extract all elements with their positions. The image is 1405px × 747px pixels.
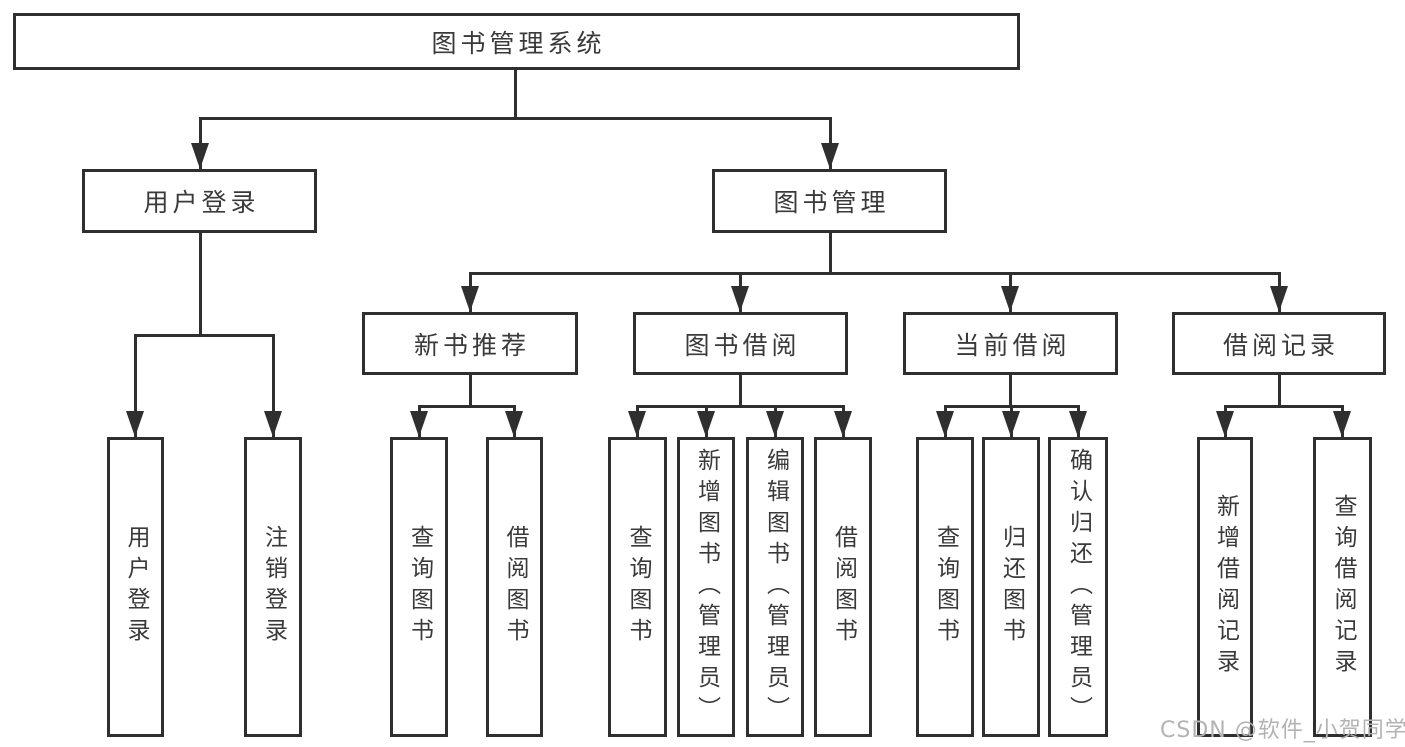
leaf-user-login: 用户登录 [107, 437, 164, 737]
leaf-edit-books-admin-label: 编辑图书（管理员） [762, 447, 789, 727]
node-book-borrowing-label: 图书借阅 [684, 330, 801, 360]
arrow-down-icon [264, 411, 282, 437]
leaf-query-borrow-record-label: 查询借阅记录 [1330, 494, 1356, 680]
arrow-down-icon [821, 143, 839, 169]
connector-line [1224, 405, 1344, 408]
leaf-recommend-borrow-books: 借阅图书 [486, 437, 543, 737]
leaf-return-books: 归还图书 [982, 437, 1040, 737]
node-new-book-recommend-label: 新书推荐 [413, 330, 530, 360]
leaf-add-books-admin-label: 新增图书（管理员） [693, 447, 720, 727]
watermark: CSDN @软件_小贺同学 [1160, 718, 1405, 743]
connector-line [418, 405, 516, 408]
connector-line [134, 334, 137, 437]
node-book-borrowing: 图书借阅 [633, 312, 848, 375]
connector-line [199, 117, 832, 120]
node-new-book-recommend: 新书推荐 [362, 312, 578, 375]
node-borrowing-records-label: 借阅记录 [1222, 330, 1339, 360]
arrow-down-icon [1069, 411, 1087, 437]
arrow-down-icon [1001, 286, 1019, 312]
leaf-add-borrow-record: 新增借阅记录 [1197, 437, 1253, 737]
leaf-logout-label: 注销登录 [260, 525, 287, 649]
connector-line [134, 334, 275, 337]
arrow-down-icon [1002, 411, 1020, 437]
node-root-label: 图书管理系统 [431, 28, 606, 58]
arrow-down-icon [731, 286, 749, 312]
node-root: 图书管理系统 [13, 13, 1020, 70]
node-user-login-label: 用户登录 [143, 188, 260, 217]
leaf-query-borrow-record: 查询借阅记录 [1313, 437, 1372, 737]
arrow-down-icon [461, 286, 479, 312]
node-borrowing-records: 借阅记录 [1172, 312, 1386, 375]
leaf-return-books-label: 归还图书 [998, 525, 1025, 649]
leaf-add-books-admin: 新增图书（管理员） [677, 437, 735, 737]
leaf-borrowing-borrow-books-label: 借阅图书 [830, 525, 857, 649]
leaf-recommend-query-books: 查询图书 [390, 437, 448, 737]
arrow-down-icon [628, 411, 646, 437]
arrow-down-icon [766, 411, 784, 437]
leaf-current-query-books-label: 查询图书 [932, 525, 959, 649]
arrow-down-icon [936, 411, 954, 437]
leaf-current-query-books: 查询图书 [916, 437, 974, 737]
leaf-confirm-return-admin-label: 确认归还（管理员） [1065, 447, 1092, 727]
node-user-login: 用户登录 [82, 169, 317, 233]
connector-line [636, 405, 845, 408]
node-current-borrowing-label: 当前借阅 [954, 330, 1071, 360]
connector-line [469, 375, 472, 408]
leaf-recommend-query-books-label: 查询图书 [406, 525, 433, 649]
leaf-borrowing-query-books-label: 查询图书 [625, 525, 651, 649]
arrow-down-icon [697, 411, 715, 437]
leaf-borrowing-borrow-books: 借阅图书 [814, 437, 872, 737]
node-book-management: 图书管理 [712, 169, 947, 233]
connector-line [199, 233, 202, 335]
leaf-logout: 注销登录 [244, 437, 302, 737]
arrow-down-icon [191, 143, 209, 169]
connector-line [514, 70, 517, 118]
connector-line [739, 375, 742, 408]
connector-line [1009, 375, 1012, 408]
leaf-recommend-borrow-books-label: 借阅图书 [502, 525, 528, 649]
arrow-down-icon [1270, 286, 1288, 312]
node-current-borrowing: 当前借阅 [903, 312, 1118, 375]
node-book-management-label: 图书管理 [773, 188, 890, 217]
connector-line [829, 233, 832, 274]
leaf-confirm-return-admin: 确认归还（管理员） [1048, 437, 1108, 737]
arrow-down-icon [1333, 411, 1351, 437]
arrow-down-icon [834, 411, 852, 437]
arrow-down-icon [505, 411, 523, 437]
arrow-down-icon [126, 411, 144, 437]
connector-line [272, 334, 275, 437]
connector-line [1278, 375, 1281, 408]
leaf-borrowing-query-books: 查询图书 [608, 437, 667, 737]
connector-line [469, 272, 1281, 275]
leaf-user-login-label: 用户登录 [123, 525, 149, 649]
arrow-down-icon [410, 411, 428, 437]
leaf-add-borrow-record-label: 新增借阅记录 [1212, 494, 1239, 680]
arrow-down-icon [1216, 411, 1234, 437]
leaf-edit-books-admin: 编辑图书（管理员） [746, 437, 804, 737]
